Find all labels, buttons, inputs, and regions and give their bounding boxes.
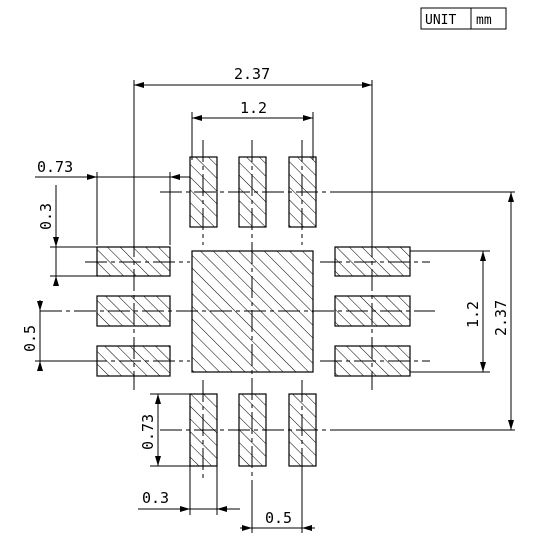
dim-side-pad-width: 0.3 bbox=[37, 185, 97, 286]
dim-top-pad-span-label: 1.2 bbox=[240, 99, 267, 117]
dim-overall-width: 2.37 bbox=[133, 65, 373, 245]
dim-bottom-pad-length: 0.73 bbox=[139, 393, 190, 467]
dim-overall-width-label: 2.37 bbox=[234, 65, 270, 83]
dim-side-pad-pitch-label: 0.5 bbox=[21, 325, 39, 352]
dim-bottom-pad-width: 0.3 bbox=[138, 466, 240, 515]
dim-right-pad-span-label: 1.2 bbox=[464, 301, 482, 328]
dim-side-pad-pitch: 0.5 bbox=[21, 300, 97, 371]
dim-bottom-pad-length-label: 0.73 bbox=[139, 414, 157, 450]
unit-box: UNIT mm bbox=[420, 7, 507, 30]
unit-value: mm bbox=[476, 13, 492, 28]
dim-bottom-pad-pitch: 0.5 bbox=[240, 466, 315, 533]
dim-overall-height: 2.37 bbox=[345, 191, 515, 431]
dim-side-pad-length: 0.73 bbox=[35, 158, 190, 245]
dim-bottom-pad-pitch-label: 0.5 bbox=[265, 509, 292, 527]
dim-bottom-pad-width-label: 0.3 bbox=[142, 489, 169, 507]
dim-top-pad-span: 1.2 bbox=[191, 99, 314, 160]
dim-right-pad-span: 1.2 bbox=[410, 250, 490, 373]
unit-label: UNIT bbox=[425, 13, 456, 28]
dim-side-pad-length-label: 0.73 bbox=[37, 158, 73, 176]
dim-overall-height-label: 2.37 bbox=[492, 300, 510, 336]
dim-side-pad-width-label: 0.3 bbox=[37, 203, 55, 230]
center-lines bbox=[40, 140, 435, 480]
